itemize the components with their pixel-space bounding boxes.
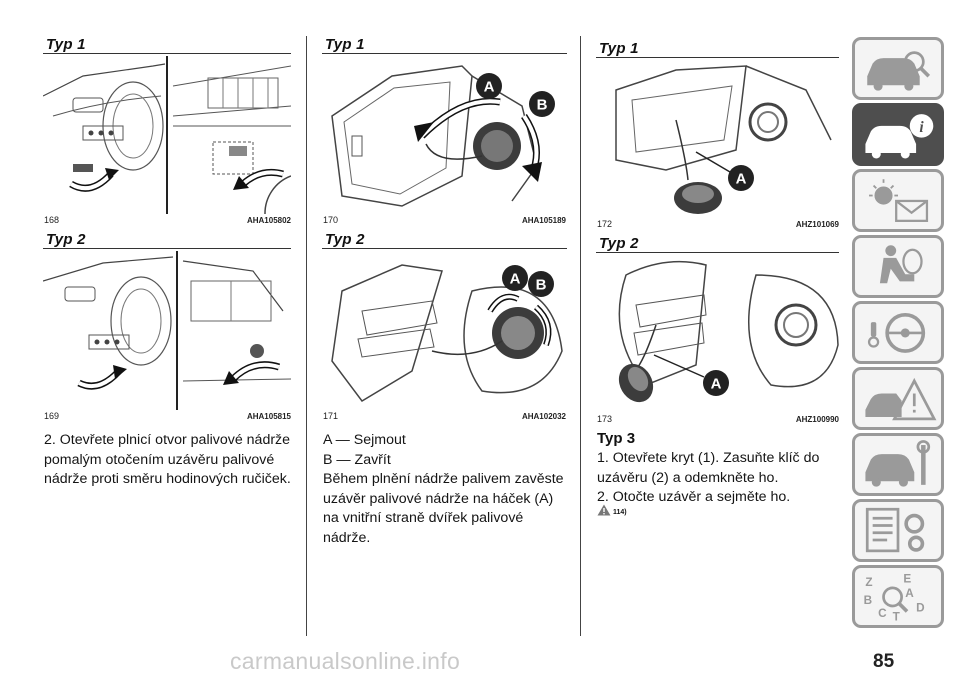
index-letter: C [878, 607, 887, 620]
seat-airbag-icon [879, 245, 923, 284]
heading-rule [596, 57, 839, 58]
tab-maintenance[interactable] [852, 433, 944, 496]
figure-number: 172 [597, 219, 613, 229]
figure-code: AHA105189 [521, 216, 566, 225]
instruction-step-1: 1. Otevřete kryt (1). Zasuňte klíč do uz… [597, 450, 820, 486]
index-letter: A [905, 587, 914, 600]
figure-code: AHA102032 [521, 412, 566, 421]
figure-number: 170 [323, 215, 339, 225]
figure-number: 171 [323, 411, 339, 421]
heading-typ2-right: Typ 2 [599, 235, 639, 252]
callout-a: A [711, 376, 722, 393]
figure-code: AHA105815 [246, 412, 291, 421]
figure-168-dashboard-fuel-lever [43, 56, 291, 214]
index-letter: D [916, 601, 925, 614]
instruction-text-middle: A — Sejmout B — Zavřít Během plnění nádr… [323, 431, 571, 548]
index-letter: E [903, 572, 911, 585]
page-number: 85 [873, 651, 895, 672]
instruction-step-2-left: 2. Otevřete plnicí otvor palivové nádrže… [44, 431, 296, 490]
column-divider [580, 36, 581, 636]
heading-typ1-left: Typ 1 [46, 36, 86, 53]
figure-170-fuel-cap-removal: A B [322, 56, 567, 214]
callout-b: B [537, 97, 548, 114]
tab-specifications[interactable] [852, 499, 944, 562]
heading-typ3: Typ 3 [597, 430, 636, 447]
watermark: carmanualsonline.info [230, 648, 461, 674]
tab-emergency[interactable] [852, 367, 944, 430]
callout-a: A [484, 79, 495, 96]
figure-number: 169 [44, 411, 60, 421]
figure-169-dashboard-fuel-lever [43, 251, 291, 410]
figure-173-fuel-cap-tether: A [596, 255, 839, 413]
heading-rule [43, 248, 291, 249]
index-letter: Z [865, 576, 872, 589]
heading-typ1-middle: Typ 1 [325, 36, 365, 53]
figure-171-fuel-cap-removal: A B [322, 251, 567, 410]
steering-key-icon [867, 313, 926, 353]
heading-typ2-middle: Typ 2 [325, 231, 365, 248]
tab-index[interactable]: Z E B A C D T [852, 565, 944, 628]
legend-b: B — Zavřít [323, 451, 391, 468]
figure-number: 173 [597, 414, 613, 424]
callout-b: B [536, 277, 547, 294]
callout-a: A [510, 271, 521, 288]
instruction-text: 2. Otevřete plnicí otvor palivové nádrže… [44, 432, 291, 487]
callout-a: A [736, 171, 747, 188]
warning-lights-icon [869, 179, 929, 222]
tab-safety[interactable] [852, 235, 944, 298]
specifications-icon [865, 507, 925, 553]
index-letter: T [893, 610, 901, 623]
heading-typ2-left: Typ 2 [46, 231, 86, 248]
heading-rule [596, 252, 839, 253]
warning-triangle-icon [597, 504, 611, 516]
heading-rule [43, 53, 291, 54]
car-maintenance-icon [865, 440, 931, 487]
tab-knowing-vehicle[interactable] [852, 37, 944, 100]
figure-number: 168 [44, 215, 60, 225]
tab-warning-lights[interactable] [852, 169, 944, 232]
tab-technical-data[interactable]: i [852, 103, 944, 166]
figure-code: AHZ101069 [795, 220, 839, 229]
car-info-icon: i [865, 114, 934, 159]
column-divider [306, 36, 307, 636]
legend-a: A — Sejmout [323, 432, 406, 448]
figure-code: AHA105802 [246, 216, 291, 225]
instruction-text-right: 1. Otevřete kryt (1). Zasuňte klíč do uz… [597, 449, 840, 508]
tab-starting-driving[interactable] [852, 301, 944, 364]
heading-rule [322, 248, 567, 249]
figure-172-fuel-cap-tether: A [596, 60, 839, 218]
instruction-step-2: 2. Otočte uzávěr a sejměte ho. [597, 489, 791, 505]
warning-reference[interactable]: 114) [613, 509, 627, 516]
heading-typ1-right: Typ 1 [599, 40, 639, 57]
crash-warning-icon [865, 377, 937, 421]
car-search-icon [867, 51, 931, 91]
svg-text:i: i [919, 119, 924, 136]
heading-rule [322, 53, 567, 54]
instruction-text: Během plnění nádrže palivem zavěste uzáv… [323, 471, 564, 546]
index-search-icon: Z E B A C D T [864, 572, 925, 623]
index-letter: B [864, 594, 873, 607]
figure-code: AHZ100990 [795, 415, 839, 424]
